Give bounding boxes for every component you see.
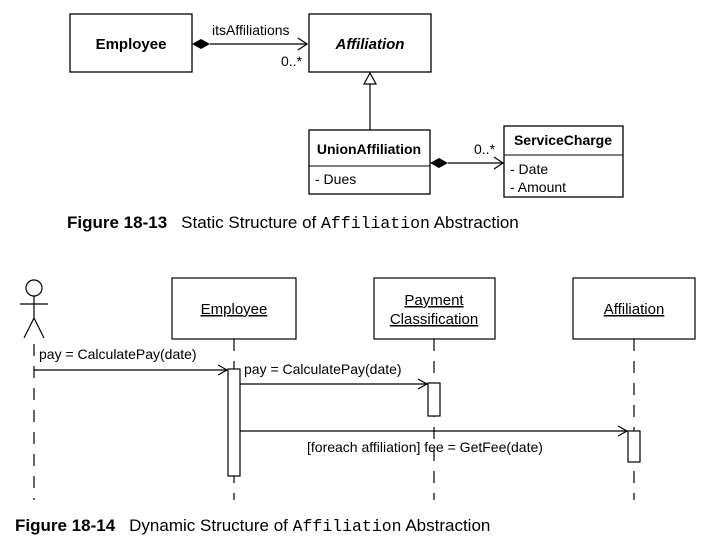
composition-diamond [430,158,448,168]
activation-affiliation [627,430,641,463]
class-service-charge: ServiceCharge - Date - Amount [503,125,624,198]
caption-code: Affiliation [321,214,430,233]
lifeline-payment-label-2: Classification [390,311,478,328]
message-employee-affiliation: [foreach affiliation] fee = GetFee(date) [240,425,629,455]
composition-employee-affiliation: itsAffiliations 0..* [192,22,309,69]
caption-text: Dynamic Structure of [129,516,293,535]
attribute-amount: - Amount [510,179,566,195]
message-3-label: [foreach affiliation] fee = GetFee(date) [307,439,543,455]
caption-number: Figure 18-13 [67,213,168,232]
message-actor-employee: pay = CalculatePay(date) [34,346,229,376]
activation-employee [227,368,241,477]
inheritance-triangle [362,71,378,85]
message-1-label: pay = CalculatePay(date) [39,346,197,362]
actor-head [25,279,43,297]
arrow-head [493,156,505,170]
class-union-affiliation: UnionAffiliation - Dues [308,129,431,195]
figure-caption-18-14: Figure 18-14 Dynamic Structure of Affilia… [15,516,490,536]
arrow-head [297,37,309,51]
charges-multiplicity: 0..* [474,141,496,157]
class-affiliation: Affiliation [308,13,432,73]
caption-text-end: Abstraction [401,516,491,535]
lifeline-head-affiliation: Affiliation [572,277,696,340]
lifeline-head-payment: Payment Classification [373,277,496,340]
lifeline-head-employee: Employee [171,277,297,340]
class-service-charge-name: ServiceCharge [514,132,612,148]
caption-text-end: Abstraction [429,213,519,232]
composition-union-servicecharge: 0..* [430,141,505,170]
message-2-label: pay = CalculatePay(date) [244,361,402,377]
lifeline-payment-label-1: Payment [404,292,464,309]
lifeline-affiliation-label: Affiliation [604,301,665,318]
composition-diamond [192,39,210,49]
caption-number: Figure 18-14 [15,516,116,535]
lifeline-employee-label: Employee [201,301,268,318]
class-affiliation-name: Affiliation [335,36,405,53]
figure-caption-18-13: Figure 18-13 Static Structure of Affiliat… [67,213,519,233]
attribute-date: - Date [510,161,548,177]
class-union-affiliation-name: UnionAffiliation [317,141,421,157]
caption-text: Static Structure of [181,213,321,232]
assoc-role-label: itsAffiliations [212,22,290,38]
message-employee-payment: pay = CalculatePay(date) [240,361,429,390]
class-employee: Employee [69,13,193,73]
generalization-arrow [362,71,378,130]
class-employee-name: Employee [96,36,167,53]
assoc-multiplicity: 0..* [281,53,303,69]
actor [20,279,48,339]
activation-payment [427,382,441,417]
attribute-dues: - Dues [315,171,356,187]
caption-code: Affiliation [292,517,402,536]
